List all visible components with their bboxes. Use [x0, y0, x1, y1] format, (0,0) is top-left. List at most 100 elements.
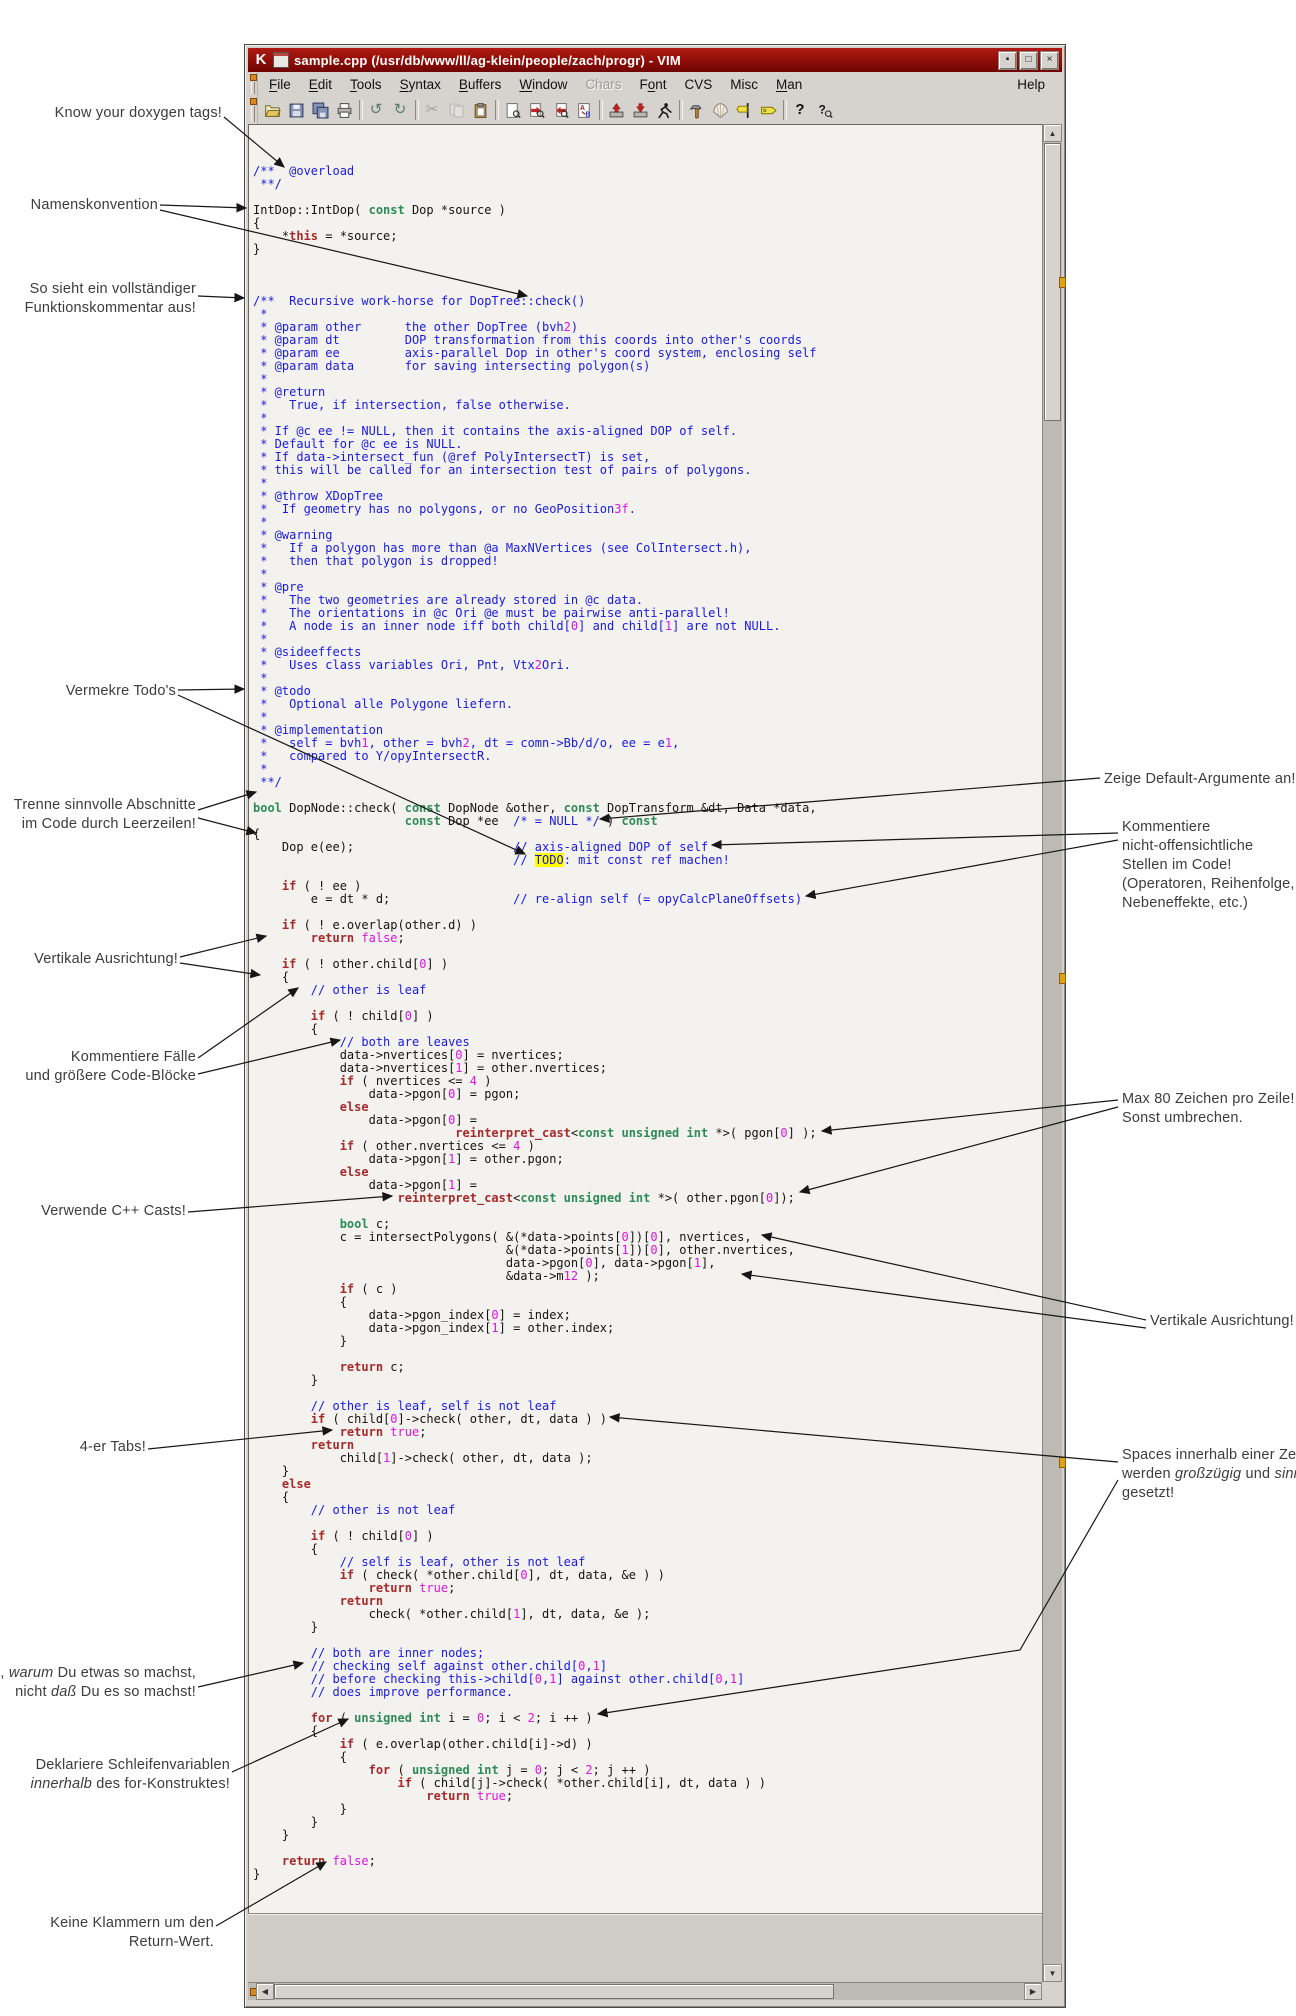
menu-window[interactable]: Window: [519, 76, 568, 92]
window-title: sample.cpp (/usr/db/www/ll/ag-klein/peop…: [294, 52, 681, 68]
save-file-icon[interactable]: [284, 98, 308, 122]
toolbar-separator: [412, 100, 420, 120]
menu-items: File Edit Tools Syntax Buffers Window Chars Fon…: [260, 75, 811, 94]
know-doxygen-note: Know your doxygen tags!: [54, 105, 222, 121]
toolbar-separator: [356, 100, 364, 120]
code-line: data->pgon_index[1] = other.index;: [253, 1321, 615, 1335]
code-line: * Default for @c ee is NULL.: [253, 437, 463, 451]
code-line: bool c;: [339, 1217, 391, 1231]
print-icon[interactable]: [332, 98, 356, 122]
menu-syntax[interactable]: Syntax: [399, 76, 441, 92]
load-session-icon[interactable]: [604, 98, 628, 122]
redo-icon[interactable]: ↻: [393, 101, 407, 118]
code-line: data->pgon[0] = pgon;: [253, 1087, 521, 1101]
code-line: e = dt * d; // re-align self (= opyCalcP…: [253, 892, 803, 906]
menu-man[interactable]: Man: [776, 76, 803, 92]
code-line: check( *other.child[1], dt, data, &e );: [253, 1607, 651, 1621]
default-argumente-note: Zeige Default-Argumente an!: [1104, 771, 1296, 787]
scroll-right-icon[interactable]: ▶: [1024, 1983, 1042, 2000]
menu-font[interactable]: Font: [639, 76, 667, 92]
code-line: * A node is an inner node iff both child…: [253, 619, 781, 633]
code-line: * If @c ee != NULL, then it contains the…: [253, 424, 738, 438]
menu-file[interactable]: File: [269, 76, 291, 92]
code-line: }: [253, 1620, 319, 1634]
titlebar[interactable]: K sample.cpp (/usr/db/www/ll/ag-klein/pe…: [248, 48, 1062, 72]
code-line: {: [253, 970, 290, 984]
code-line: * @return: [253, 385, 326, 399]
erklaere-warum-note: Erkläre, warum Du etwas so machst,nicht …: [0, 1665, 196, 1700]
code-line: }: [253, 1828, 290, 1842]
code-line: * @param other the other DopTree (bvh2): [253, 320, 579, 334]
code-line: if ( ! ee ): [281, 879, 362, 893]
horizontal-scrollbar[interactable]: ◀ ▶: [248, 1982, 1042, 2000]
vertical-scrollbar[interactable]: ▲ ▼: [1042, 124, 1062, 1982]
menu-misc[interactable]: Misc: [730, 76, 758, 92]
cpp-casts-note: Verwende C++ Casts!: [41, 1203, 186, 1219]
find-help-icon[interactable]: ?: [812, 98, 836, 122]
menu-help[interactable]: Help: [1017, 76, 1045, 92]
close-button[interactable]: ×: [1040, 50, 1059, 70]
code-line: if ( child[0]->check( other, dt, data ) …: [310, 1412, 608, 1426]
save-session-icon[interactable]: [628, 98, 652, 122]
code-line: for ( unsigned int j = 0; j < 2; j ++ ): [368, 1763, 651, 1777]
find-next-icon[interactable]: [524, 98, 548, 122]
code-line: reinterpret_cast<const unsigned int *>( …: [397, 1191, 795, 1205]
window-menu-button[interactable]: K: [255, 51, 267, 68]
code-line: reinterpret_cast<const unsigned int *>( …: [455, 1126, 817, 1140]
undo-icon[interactable]: ↺: [369, 101, 383, 118]
text-editing-area[interactable]: /** @overload **/ IntDop::IntDop( const …: [248, 124, 1042, 1913]
scroll-down-icon[interactable]: ▼: [1043, 1964, 1062, 1982]
find-icon[interactable]: [500, 98, 524, 122]
scroll-up-icon[interactable]: ▲: [1043, 124, 1062, 142]
horizontal-scroll-thumb[interactable]: [274, 1984, 834, 1999]
save-all-icon[interactable]: [308, 98, 332, 122]
run-script-icon[interactable]: [652, 98, 676, 122]
make-icon[interactable]: [684, 98, 708, 122]
code-line: &data->m12 );: [253, 1269, 600, 1283]
code-line: // other is leaf: [310, 983, 427, 997]
code-line: /** @overload: [253, 164, 355, 178]
code-line: {: [253, 1295, 347, 1309]
find-prev-icon[interactable]: [548, 98, 572, 122]
menu-buffers[interactable]: Buffers: [458, 76, 502, 92]
code-line: else: [339, 1100, 369, 1114]
code-line: if ( other.nvertices <= 4 ): [339, 1139, 535, 1153]
cut-icon[interactable]: ✂: [425, 101, 439, 118]
menubar: File Edit Tools Syntax Buffers Window Chars Fon…: [248, 72, 1062, 97]
tag-icon[interactable]: [756, 98, 780, 122]
code-line: * @param data for saving intersecting po…: [253, 359, 651, 373]
help-icon[interactable]: ?: [795, 101, 805, 118]
minimize-button[interactable]: ▪: [998, 50, 1017, 70]
build-tags-icon[interactable]: [708, 98, 732, 122]
toolbar-drag-handle[interactable]: [248, 96, 258, 124]
menu-chars[interactable]: Chars: [585, 76, 622, 92]
code-line: [253, 269, 817, 282]
paste-icon[interactable]: [468, 98, 492, 122]
menu-edit[interactable]: Edit: [308, 76, 333, 92]
code-line: data->pgon[0], data->pgon[1],: [253, 1256, 716, 1270]
code-line: **/: [253, 177, 282, 191]
code-line: * @param ee axis-parallel Dop in other's…: [253, 346, 817, 360]
client-area: /** @overload **/ IntDop::IntDop( const …: [248, 124, 1062, 2000]
jump-tag-icon[interactable]: [732, 98, 756, 122]
menu-tools[interactable]: Tools: [350, 76, 382, 92]
open-file-icon[interactable]: [260, 98, 284, 122]
menu-cvs[interactable]: CVS: [684, 76, 713, 92]
code-line: [253, 256, 817, 269]
window-controls: ▪□×: [998, 50, 1059, 70]
maximize-button[interactable]: □: [1019, 50, 1038, 70]
code-line: * Optional alle Polygone liefern.: [253, 697, 514, 711]
toolbar-separator: [780, 100, 788, 120]
copy-icon[interactable]: [444, 98, 468, 122]
scroll-left-icon[interactable]: ◀: [256, 1983, 274, 2000]
menubar-drag-handle[interactable]: [248, 72, 258, 96]
app-icon: [273, 52, 289, 68]
frame-tick: [1059, 973, 1066, 984]
code-line: * @pre: [253, 580, 304, 594]
code-line: data->pgon[1] =: [253, 1178, 477, 1192]
